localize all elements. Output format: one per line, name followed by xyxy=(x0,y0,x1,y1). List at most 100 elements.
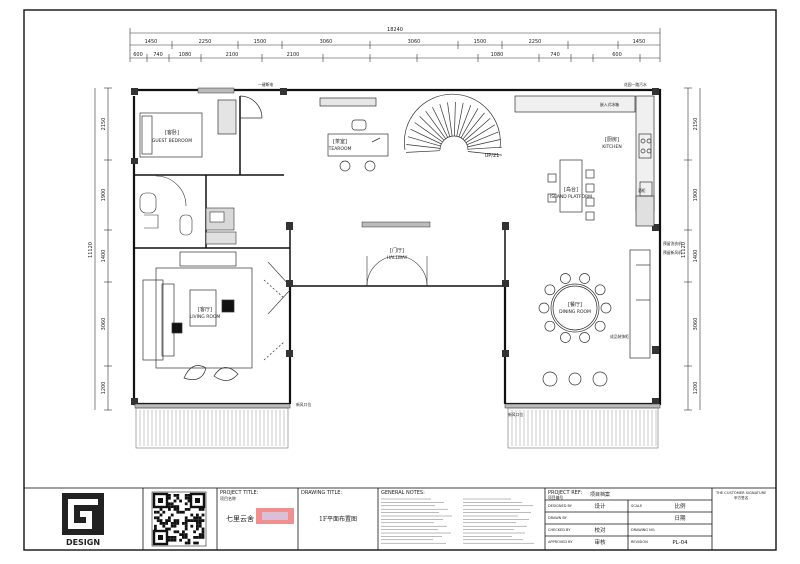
dim-r-5: 1200 xyxy=(693,382,699,395)
project-name: 七里云舍 xyxy=(226,514,254,523)
dining-chair xyxy=(579,332,590,343)
stair-tread xyxy=(406,150,441,153)
dim-l-total: 11120 xyxy=(88,242,94,258)
dim-r-3: 1400 xyxy=(693,250,699,263)
qr-module xyxy=(173,508,177,511)
top-total-dim: 18240 xyxy=(387,27,403,33)
qr-module xyxy=(184,508,188,511)
qr-module xyxy=(173,519,177,522)
tearoom-en: TEAROOM xyxy=(328,146,352,152)
qr-module xyxy=(184,516,188,520)
project-ref-cn: 项目编号 xyxy=(548,495,563,500)
qr-module xyxy=(184,536,188,539)
dim-r-1: 2150 xyxy=(693,118,699,131)
qr-module xyxy=(168,516,171,520)
island-en: ISLAND PLATFORM xyxy=(550,194,592,200)
dim-t1-2: 2250 xyxy=(199,39,212,45)
qr-module xyxy=(201,530,205,534)
qr-module xyxy=(196,522,199,525)
qr-module xyxy=(170,538,174,542)
exterior-walls xyxy=(132,88,662,406)
qr-module xyxy=(168,508,171,511)
qr-module xyxy=(198,522,202,525)
stair-tread xyxy=(414,122,443,143)
scale-label: SCALE xyxy=(631,504,642,508)
qr-module xyxy=(184,533,188,536)
project-ref-label: PROJECT REF: xyxy=(548,490,582,496)
qr-module xyxy=(173,499,177,503)
qr-module xyxy=(201,527,205,531)
qr-module xyxy=(173,522,177,525)
date-cn: 日期 xyxy=(674,515,686,522)
qr-module xyxy=(176,494,180,497)
archive-label: 项目档案 xyxy=(590,491,610,498)
qr-module xyxy=(159,519,163,522)
dining-chair xyxy=(560,332,571,343)
lounge-chair-left xyxy=(183,365,207,380)
qr-module xyxy=(187,538,191,542)
tearoom xyxy=(319,97,389,172)
qr-module xyxy=(193,536,196,539)
qr-module xyxy=(182,522,185,525)
dim-t2-7: 740 xyxy=(550,52,560,58)
stair-tread xyxy=(466,131,499,146)
qr-module xyxy=(170,524,174,528)
qr-module xyxy=(179,510,182,514)
dining-cn: [餐厅] xyxy=(568,301,582,308)
qr-module xyxy=(176,505,180,508)
tearoom-cn: [茶室] xyxy=(333,138,347,145)
qr-module xyxy=(198,536,202,539)
dining-room xyxy=(538,249,651,387)
qr-module xyxy=(162,510,166,514)
stair-tread xyxy=(419,116,445,141)
hallway-doors xyxy=(267,255,428,315)
qr-module xyxy=(176,496,180,500)
hallway-cn: [门厅] xyxy=(390,247,404,254)
qr-module xyxy=(159,513,163,517)
qr-module xyxy=(184,522,188,525)
qr-module xyxy=(198,533,202,536)
qr-module xyxy=(187,499,191,503)
qr-module xyxy=(193,530,196,534)
hallway-en: HALLWAY xyxy=(387,255,408,261)
qr-module xyxy=(176,510,180,514)
rug xyxy=(155,267,253,369)
project-title-cn: 项目名称 xyxy=(220,495,236,501)
qr-module xyxy=(190,513,194,517)
island-cn: [岛台] xyxy=(564,186,578,193)
dim-l-1: 2150 xyxy=(101,118,107,131)
qr-module xyxy=(168,502,171,506)
stair-tread xyxy=(406,144,441,149)
stair-label: UP/21 xyxy=(485,153,500,159)
qr-module xyxy=(168,519,171,522)
kitchen-en: KITCHEN xyxy=(602,144,622,150)
qr-module xyxy=(196,527,199,531)
qr-module xyxy=(159,508,163,511)
qr-module xyxy=(201,519,205,522)
qr-module xyxy=(190,524,194,528)
qr-module xyxy=(170,513,174,517)
dining-chair xyxy=(594,284,606,296)
qr-module xyxy=(201,533,205,536)
drawing-title: 1F平面布置图 xyxy=(319,515,357,523)
dim-t2-8: 600 xyxy=(612,52,622,58)
dim-t1-4: 3060 xyxy=(320,39,333,45)
general-notes-label: GENERAL NOTES: xyxy=(381,490,425,496)
dim-t2-5: 2100 xyxy=(287,52,300,58)
qr-module xyxy=(165,527,168,531)
qr-module xyxy=(165,522,168,525)
guest-bedroom xyxy=(139,95,263,158)
kitchen xyxy=(514,95,655,227)
company-logo xyxy=(62,493,104,535)
qr-module xyxy=(179,533,182,536)
interior-walls xyxy=(134,96,506,287)
bathroom xyxy=(139,175,237,245)
stair-tread xyxy=(432,106,449,138)
dim-t2-6: 1080 xyxy=(491,52,504,58)
step-lines xyxy=(139,410,657,446)
annotations: 一键断电 花园一路污水 嵌入式冰箱 预留洗衣机 预留新风机 成品装饰柜 酒柜 新… xyxy=(258,82,682,417)
drawn-by-label: DRAWN BY xyxy=(548,516,568,520)
qr-module xyxy=(159,522,163,525)
qr-module xyxy=(154,510,157,514)
qr-module xyxy=(154,524,157,528)
